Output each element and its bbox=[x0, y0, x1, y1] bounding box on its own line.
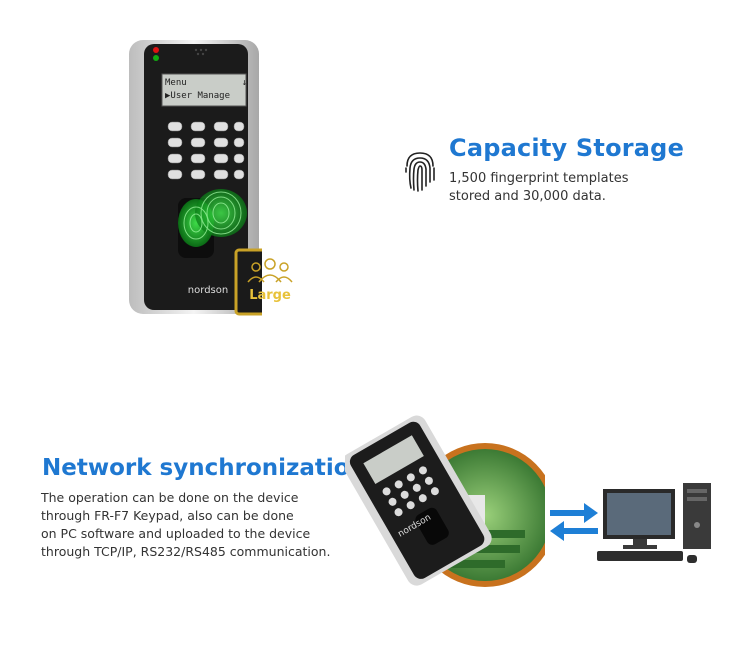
users-icon bbox=[247, 258, 293, 283]
network-synchronization-title: Network synchronization bbox=[42, 455, 366, 481]
lcd-line-1: Menu bbox=[165, 78, 187, 88]
desktop-computer-icon bbox=[597, 483, 711, 563]
capacity-line-1: 1,500 fingerprint templates bbox=[449, 171, 629, 186]
fingerprint-icon bbox=[405, 152, 435, 192]
large-capacity-badge: Large bbox=[239, 252, 301, 310]
sync-arrows-icon bbox=[550, 503, 598, 541]
capacity-storage-description: 1,500 fingerprint templates stored and 3… bbox=[449, 170, 689, 206]
network-line-4: through TCP/IP, RS232/RS485 communicatio… bbox=[41, 544, 331, 559]
badge-label: Large bbox=[249, 288, 291, 303]
capacity-line-2: stored and 30,000 data. bbox=[449, 189, 606, 204]
terminal-with-circuit-board-image: nordson bbox=[345, 415, 545, 587]
network-synchronization-description: The operation can be done on the device … bbox=[41, 489, 351, 561]
network-line-3: on PC software and uploaded to the devic… bbox=[41, 526, 311, 541]
lcd-screen: Menu ↓ ▶User Manage bbox=[165, 77, 247, 107]
network-line-1: The operation can be done on the device bbox=[41, 490, 299, 505]
fingerprint-terminal-image: nordson bbox=[129, 40, 262, 316]
capacity-storage-title: Capacity Storage bbox=[449, 134, 685, 162]
network-line-2: through FR-F7 Keypad, also can be done bbox=[41, 508, 294, 523]
lcd-scroll-arrow: ↓ bbox=[241, 78, 247, 88]
lcd-line-2: ▶User Manage bbox=[165, 91, 231, 101]
device-brand-label: nordson bbox=[188, 285, 228, 296]
